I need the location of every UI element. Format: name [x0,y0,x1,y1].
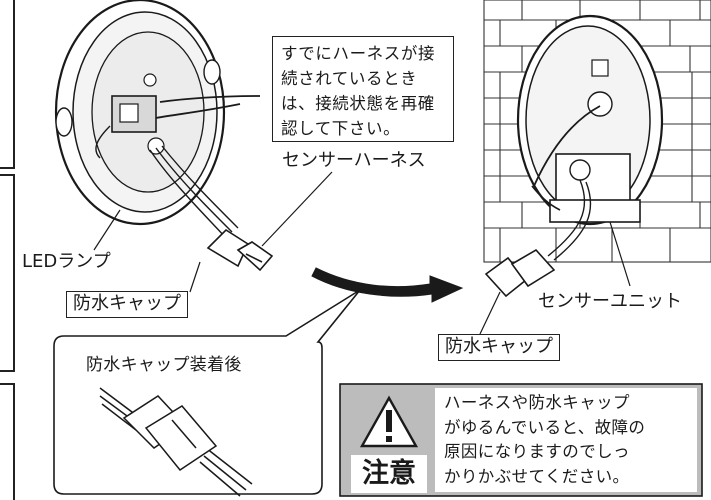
caution-line: かりかぶせてください。 [444,466,630,486]
caution-text: ハーネスや防水キャップ がゆるんでいると、故障の 原因になりますのでしっ かりか… [444,391,645,489]
connected-cap-drawing [99,387,253,497]
page-edge-marks [0,0,15,500]
waterproof-cap-label-right: 防水キャップ [438,334,560,361]
harness-cable-left [149,145,239,239]
sensor-harness-label: センサーハーネス [282,150,426,171]
caution-line: ハーネスや防水キャップ [444,393,630,412]
harness-cable-right [547,179,592,261]
leader-lines [93,171,631,335]
caution-line: 原因になりますのでしっ [444,442,630,461]
connection-note-box: すでにハーネスが接 続されているとき は、接続状態を再確 認して下さい。 [272,36,454,142]
note-line: 認して下さい。 [281,119,401,138]
note-line: は、接続状態を再確 [281,94,435,113]
connector-left [206,228,274,272]
sensor-unit-drawing [516,14,664,226]
after-cap-bubble [53,289,361,495]
after-cap-attached-label: 防水キャップ装着後 [86,355,242,375]
connector-right [484,248,556,298]
caution-word: 注意 [351,455,427,493]
note-line: 続されているとき [281,69,418,88]
sensor-unit-label: センサーユニット [538,291,682,312]
waterproof-cap-label-left: 防水キャップ [66,291,188,318]
note-line: すでにハーネスが接 [281,44,436,63]
direction-arrow [311,267,464,303]
led-lamp-label: LEDランプ [22,251,111,272]
caution-line: がゆるんでいると、故障の [444,417,646,437]
led-lamp-drawing [54,0,261,226]
